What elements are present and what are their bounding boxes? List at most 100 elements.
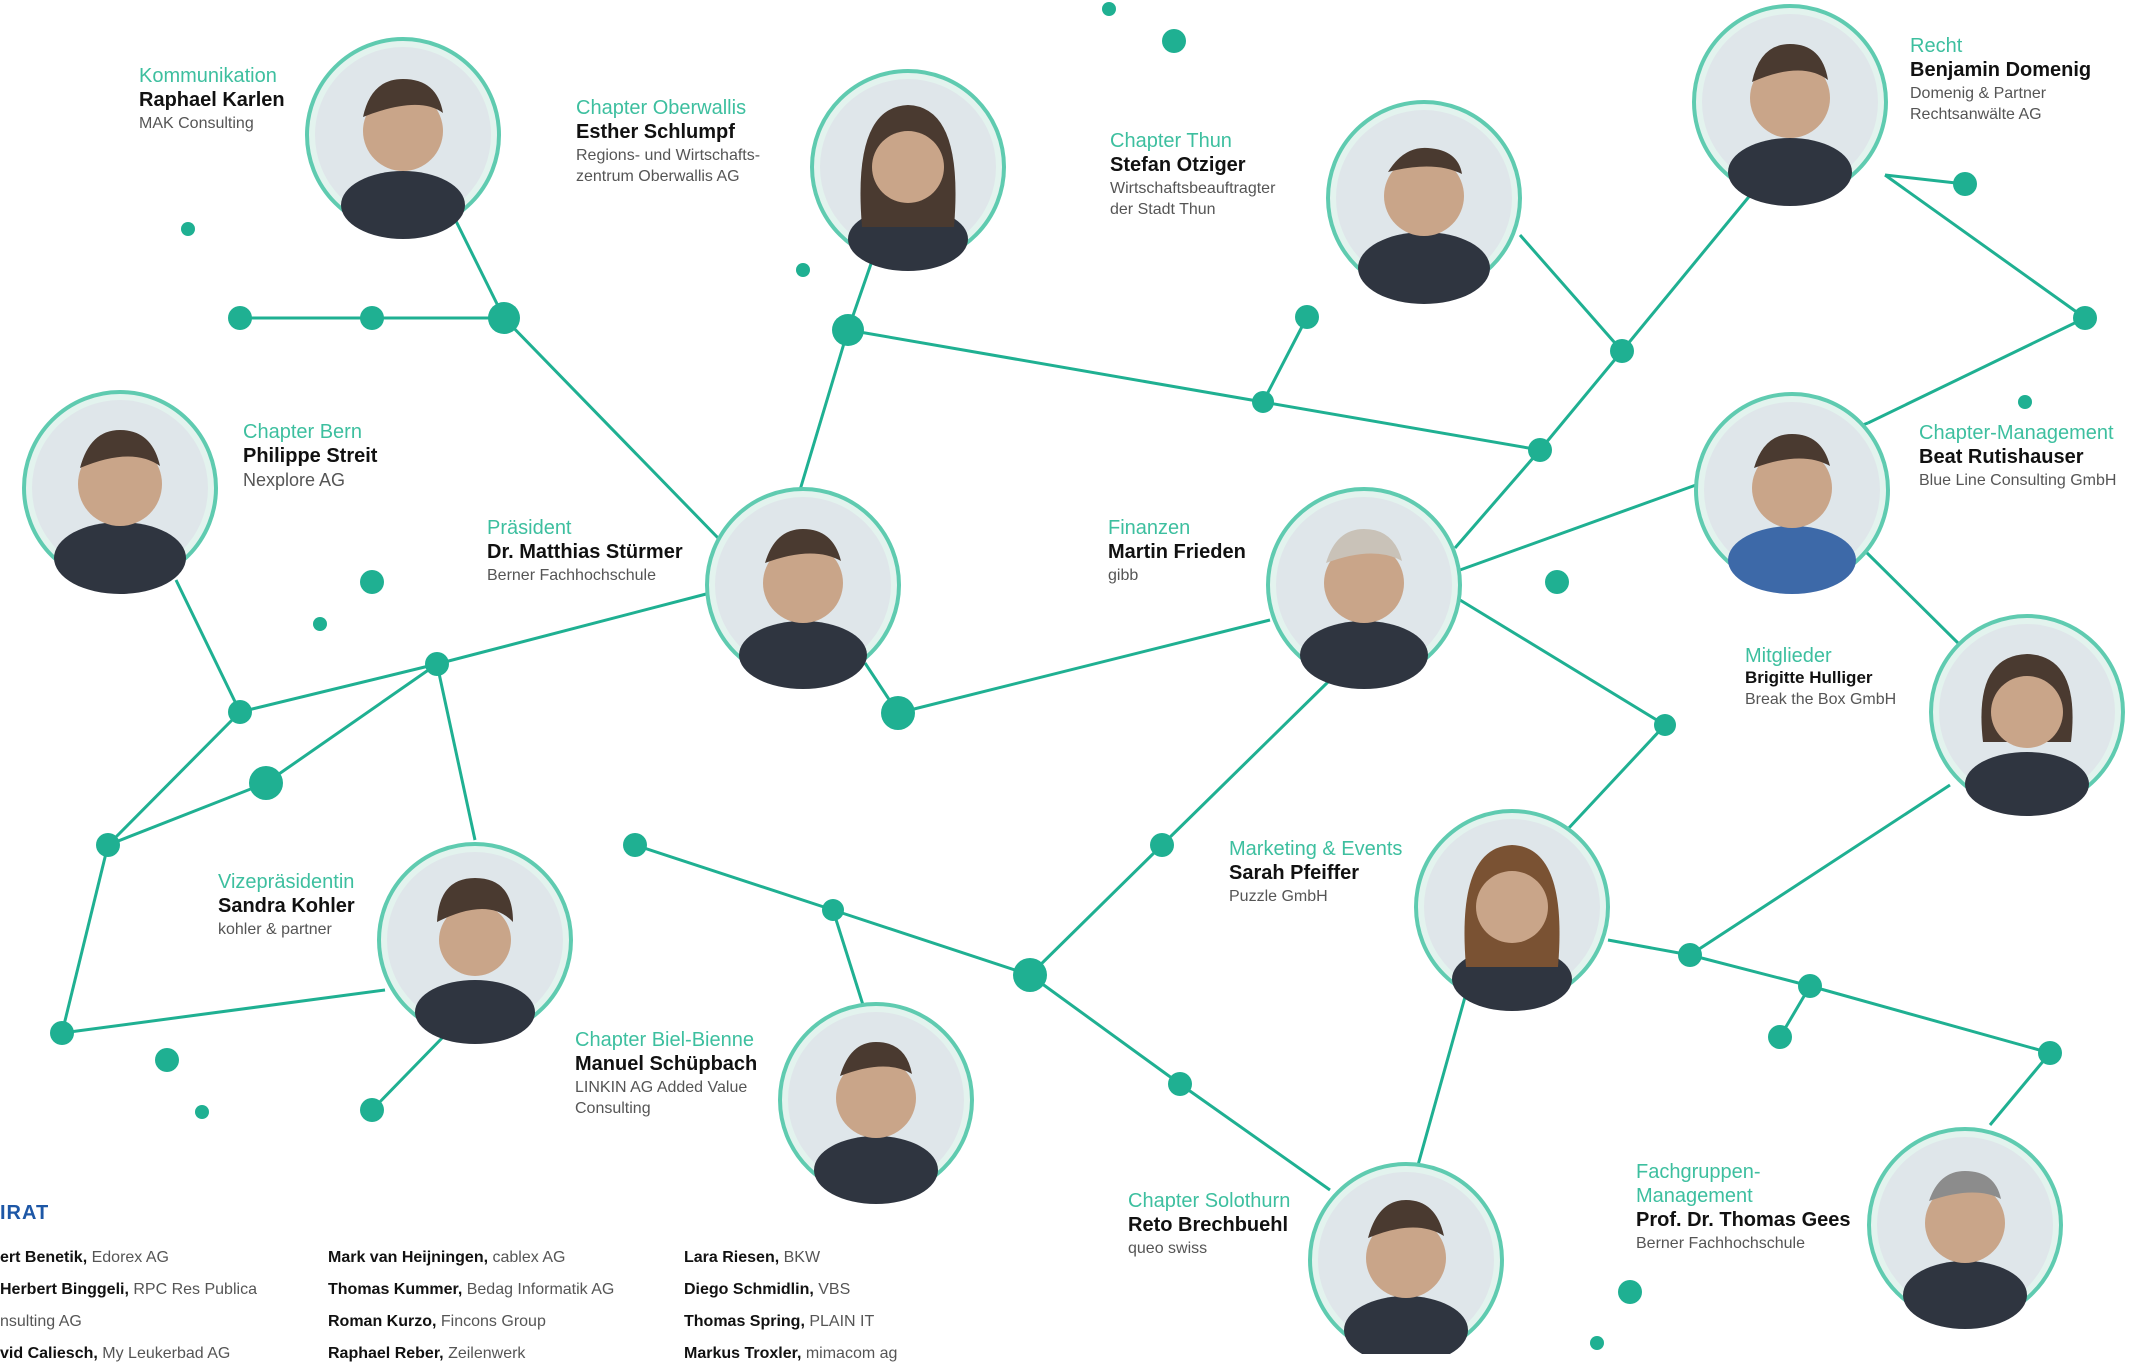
member-org: Nexplore AG (243, 470, 346, 490)
member-name: Esther Schlumpf (576, 121, 735, 143)
beirat-org: PLAIN IT (809, 1313, 875, 1330)
beirat-section: IRAT ert Benetik, Edorex AG Herbert Bing… (0, 1202, 960, 1362)
member-org: Berner Fachhochschule (1636, 1235, 1805, 1252)
list-item: Raphael Reber, Zeilenwerk (328, 1338, 614, 1370)
avatar-raphael-karlen (305, 37, 501, 239)
beirat-column-1: ert Benetik, Edorex AG Herbert Binggeli,… (0, 1242, 257, 1370)
list-item: Diego Schmidlin, VBS (684, 1274, 897, 1306)
avatar-philippe-streit (22, 390, 218, 594)
beirat-name: ert Benetik, (0, 1249, 88, 1266)
member-role: Vizepräsidentin (218, 871, 355, 893)
member-name: Benjamin Domenig (1910, 59, 2092, 81)
list-item: Markus Troxler, mimacom ag (684, 1338, 897, 1370)
list-item: nsulting AG (0, 1306, 257, 1338)
member-name: Raphael Karlen (139, 89, 285, 111)
network-edges (60, 173, 2086, 1192)
member-role: Chapter Bern (243, 421, 362, 443)
member-role: Präsident (487, 517, 572, 539)
member-org: gibb (1108, 567, 1139, 584)
list-item: Thomas Spring, PLAIN IT (684, 1306, 897, 1338)
member-name: Prof. Dr. Thomas Gees (1636, 1209, 1851, 1231)
member-name: Philippe Streit (243, 445, 378, 467)
member-org: queo swiss (1128, 1240, 1208, 1257)
member-org: LINKIN AG Added Value (575, 1079, 748, 1096)
member-name: Sandra Kohler (218, 895, 355, 917)
beirat-name: Thomas Kummer, (328, 1281, 463, 1298)
member-role: Kommunikation (139, 65, 277, 87)
member-role: Finanzen (1108, 517, 1191, 539)
avatar-sarah-pfeiffer (1414, 809, 1610, 1011)
avatar-martin-frieden (1266, 487, 1462, 689)
member-name: Beat Rutishauser (1919, 446, 2084, 468)
beirat-name: Mark van Heijningen, (328, 1249, 489, 1266)
member-label-brigitte: Mitglieder Brigitte Hulliger Break the B… (1745, 644, 1896, 710)
member-label-benjamin: Recht Benjamin Domenig Domenig & Partner… (1910, 34, 2091, 124)
member-org-line2: zentrum Oberwallis AG (576, 168, 740, 186)
member-label-esther: Chapter Oberwallis Esther Schlumpf Regio… (576, 96, 760, 186)
member-label-beat: Chapter-Management Beat Rutishauser Blue… (1919, 421, 2116, 490)
member-label-sandra: Vizepräsidentin Sandra Kohler kohler & p… (218, 870, 355, 939)
member-role: Chapter Biel-Bienne (575, 1029, 754, 1051)
member-org: Domenig & Partner (1910, 85, 2047, 102)
member-org: Puzzle GmbH (1229, 888, 1328, 905)
network-nodes (50, 2, 2097, 1350)
avatar-matthias-stuermer (705, 487, 901, 689)
beirat-org: Fincons Group (440, 1313, 546, 1330)
avatar-stefan-otziger (1326, 100, 1522, 304)
member-label-thomas: Fachgruppen- Management Prof. Dr. Thomas… (1636, 1160, 1851, 1253)
member-label-philippe: Chapter Bern Philippe Streit Nexplore AG (243, 420, 377, 492)
member-name: Dr. Matthias Stürmer (487, 541, 683, 563)
beirat-name: Roman Kurzo, (328, 1313, 437, 1330)
beirat-org: RPC Res Publica (133, 1281, 257, 1298)
beirat-org: BKW (783, 1249, 821, 1266)
member-name: Brigitte Hulliger (1745, 668, 1873, 687)
member-label-stefan: Chapter Thun Stefan Otziger Wirtschaftsb… (1110, 129, 1275, 219)
avatar-esther-schlumpf (810, 69, 1006, 271)
member-role: Chapter Thun (1110, 130, 1232, 152)
member-name: Martin Frieden (1108, 541, 1246, 563)
member-name: Reto Brechbuehl (1128, 1214, 1289, 1236)
member-org: Wirtschaftsbeauftragter (1110, 180, 1276, 197)
beirat-title: IRAT (0, 1202, 50, 1224)
beirat-name: Thomas Spring, (684, 1313, 805, 1330)
member-role: Fachgruppen- Management (1636, 1161, 1761, 1207)
member-label-matthias: Präsident Dr. Matthias Stürmer Berner Fa… (487, 516, 683, 585)
avatar-thomas-gees (1867, 1127, 2063, 1329)
member-name: Manuel Schüpbach (575, 1053, 758, 1075)
member-name: Stefan Otziger (1110, 154, 1246, 176)
member-org-line2: der Stadt Thun (1110, 201, 1216, 219)
member-role: Mitglieder (1745, 645, 1832, 667)
member-label-sarah: Marketing & Events Sarah Pfeiffer Puzzle… (1229, 837, 1402, 906)
member-label-manuel: Chapter Biel-Bienne Manuel Schüpbach LIN… (575, 1028, 757, 1118)
avatar-beat-rutishauser (1694, 392, 1890, 594)
member-role: Recht (1910, 35, 1963, 57)
avatar-reto-brechbuehl (1308, 1162, 1504, 1354)
beirat-org: cablex AG (492, 1249, 566, 1266)
list-item: Lara Riesen, BKW (684, 1242, 897, 1274)
list-item: Roman Kurzo, Fincons Group (328, 1306, 614, 1338)
member-org-line2: Rechtsanwälte AG (1910, 106, 2042, 124)
beirat-column-2: Mark van Heijningen, cablex AG Thomas Ku… (328, 1242, 614, 1370)
beirat-name: Lara Riesen, (684, 1249, 780, 1266)
member-org: Blue Line Consulting GmbH (1919, 472, 2117, 489)
list-item: Thomas Kummer, Bedag Informatik AG (328, 1274, 614, 1306)
member-org-line2: Consulting (575, 1100, 651, 1118)
member-org: kohler & partner (218, 921, 332, 938)
beirat-name: Diego Schmidlin, (684, 1281, 814, 1298)
list-item: Herbert Binggeli, RPC Res Publica (0, 1274, 257, 1306)
member-role: Chapter-Management (1919, 422, 2114, 444)
avatar-manuel-schuepbach (778, 1002, 974, 1204)
member-role: Chapter Solothurn (1128, 1190, 1291, 1212)
member-role: Marketing & Events (1229, 838, 1403, 860)
beirat-org: VBS (818, 1281, 851, 1298)
member-label-raphael: Kommunikation Raphael Karlen MAK Consult… (139, 64, 285, 133)
member-org: Regions- und Wirtschafts- (576, 147, 761, 164)
avatar-brigitte-hulliger (1929, 614, 2125, 816)
beirat-name: Herbert Binggeli, (0, 1281, 129, 1298)
avatar-benjamin-domenig (1692, 4, 1888, 206)
list-item: Mark van Heijningen, cablex AG (328, 1242, 614, 1274)
member-org: MAK Consulting (139, 115, 254, 132)
avatar-sandra-kohler (377, 842, 573, 1044)
beirat-column-3: Lara Riesen, BKW Diego Schmidlin, VBS Th… (684, 1242, 897, 1370)
